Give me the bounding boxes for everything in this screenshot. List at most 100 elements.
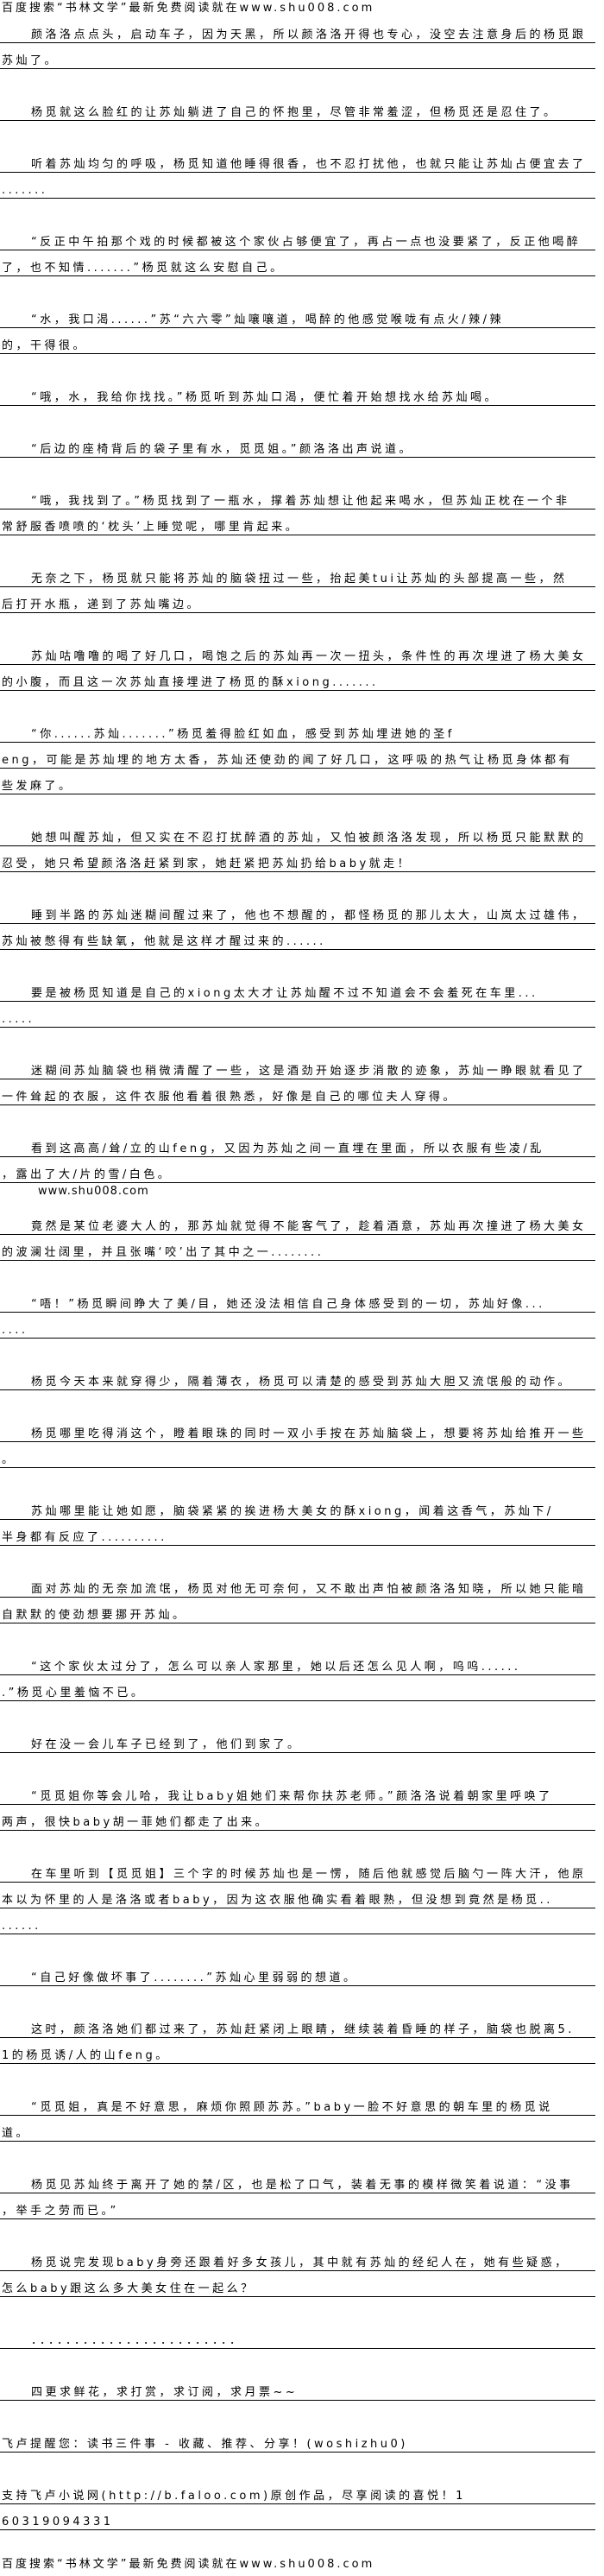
text-line: 1的杨觅诱/人的山feng。	[0, 2038, 595, 2064]
text-line: ......	[0, 1908, 595, 1934]
watermark-url: www.shu008.com	[38, 1185, 149, 1198]
blank-line	[0, 1623, 595, 1649]
blank-line	[0, 1701, 595, 1727]
text-line: 60319094331	[0, 2504, 595, 2530]
blank-line	[0, 1831, 595, 1857]
text-line: “哦，水，我给你找找。”杨觅听到苏灿口渴，便忙着开始想找水给苏灿喝。	[0, 380, 595, 406]
paragraph: “哦，我找到了。”杨觅找到了一瓶水，撑着苏灿想让他起来喝水，但苏灿正枕在一个非常…	[0, 484, 595, 535]
blank-line	[0, 2453, 595, 2478]
text-line: 的小腹，而且这一次苏灿直接埋进了杨觅的酥xiong.......	[0, 665, 595, 691]
text-line: ．．．．．．．．．．．．．．．．．．．．．．．．	[0, 2323, 595, 2349]
blank-line	[0, 69, 595, 95]
text-line: 两声，很快baby胡一菲她们都走了出来。	[0, 1805, 595, 1831]
text-line: “反正中午拍那个戏的时候都被这个家伙占够便宜了，再占一点也没要紧了，反正他喝醉	[0, 225, 595, 250]
text-line: 。	[0, 1442, 595, 1468]
blank-line	[0, 1261, 595, 1287]
blank-line	[0, 2064, 595, 2090]
text-line: 要是被杨觅知道是自己的xiong太大才让苏灿醒不过不知道会不会羞死在车里...	[0, 976, 595, 1002]
paragraph: 听着苏灿均匀的呼吸，杨觅知道他睡得很香，也不忍打扰他，也就只能让苏灿占便宜去了.…	[0, 147, 595, 199]
paragraph: 杨觅今天本来就穿得少，隔着薄衣，杨觅可以清楚的感受到苏灿大胆又流氓般的动作。	[0, 1364, 595, 1390]
text-line: “自己好像做坏事了........”苏灿心里弱弱的想道。	[0, 1960, 595, 1986]
paragraph: 苏灿咕噜噜的喝了好几口，喝饱之后的苏灿再一次一扭头，条件性的再次埋进了杨大美女的…	[0, 639, 595, 691]
text-line: 杨觅哪里吃得消这个，瞪着眼珠的同时一双小手按在苏灿脑袋上，想要将苏灿给推开一些	[0, 1416, 595, 1442]
paragraph: “水，我口渴......”苏“六六零”灿嚷嚷道，喝醉的他感觉喉咙有点火/辣/辣的…	[0, 302, 595, 354]
text-line: “这个家伙太过分了，怎么可以亲人家那里，她以后还怎么见人啊，呜呜......	[0, 1649, 595, 1675]
paragraph: 迷糊间苏灿脑袋也稍微清醒了一些，这是酒劲开始逐步消散的迹象，苏灿一睁眼就看见了一…	[0, 1054, 595, 1105]
blank-line	[0, 276, 595, 302]
text-line: .....	[0, 1002, 595, 1028]
bottom-search-banner: 百度搜索“书林文学”最新免费阅读就在www.shu008.com	[2, 2558, 375, 2571]
paragraph: 杨觅就这么脸红的让苏灿躺进了自己的怀抱里，尽管非常羞涩，但杨觅还是忍住了。	[0, 95, 595, 121]
text-line: 支持飞卢小说网(http://b.faloo.com)原创作品，尽享阅读的喜悦！…	[0, 2478, 595, 2504]
blank-line	[0, 1753, 595, 1779]
paragraph: “后边的座椅背后的袋子里有水，觅觅姐。”颜洛洛出声说道。	[0, 432, 595, 458]
paragraph: 杨觅说完发现baby身旁还跟着好多女孩儿，其中就有苏灿的经纪人在，她有些疑惑，怎…	[0, 2245, 595, 2297]
text-line: 四更求鲜花，求打赏，求订阅，求月票~~	[0, 2375, 595, 2401]
blank-line	[0, 458, 595, 484]
text-line: 杨觅今天本来就穿得少，隔着薄衣，杨觅可以清楚的感受到苏灿大胆又流氓般的动作。	[0, 1364, 595, 1390]
text-line: “后边的座椅背后的袋子里有水，觅觅姐。”颜洛洛出声说道。	[0, 432, 595, 458]
paragraph: 面对苏灿的无奈加流氓，杨觅对他无可奈何，又不敢出声怕被颜洛洛知晓，所以她只能暗自…	[0, 1572, 595, 1623]
blank-line	[0, 1546, 595, 1572]
paragraph: ．．．．．．．．．．．．．．．．．．．．．．．．	[0, 2323, 595, 2349]
blank-line	[0, 1934, 595, 1960]
blank-line	[0, 2530, 595, 2556]
blank-line	[0, 1028, 595, 1054]
blank-line	[0, 872, 595, 898]
paragraph: “自己好像做坏事了........”苏灿心里弱弱的想道。	[0, 1960, 595, 1986]
text-line: 迷糊间苏灿脑袋也稍微清醒了一些，这是酒劲开始逐步消散的迹象，苏灿一睁眼就看见了	[0, 1054, 595, 1079]
blank-line	[0, 1390, 595, 1416]
blank-line	[0, 354, 595, 380]
text-line: 苏灿咕噜噜的喝了好几口，喝饱之后的苏灿再一次一扭头，条件性的再次埋进了杨大美女	[0, 639, 595, 665]
blank-line	[0, 613, 595, 639]
text-line: ，举手之劳而已。”	[0, 2193, 595, 2219]
paragraph: 杨觅见苏灿终于离开了她的禁/区，也是松了口气，装着无事的模样微笑着说道：“没事，…	[0, 2168, 595, 2219]
text-line: 的，干得很。	[0, 328, 595, 354]
paragraph: “觅觅姐你等会儿哈，我让baby姐她们来帮你扶苏老师。”颜洛洛说着朝家里呼唤了两…	[0, 1779, 595, 1831]
blank-line	[0, 535, 595, 561]
text-line: 的波澜壮阔里，并且张嘴‘咬’出了其中之一........	[0, 1235, 595, 1261]
text-line: 这时，颜洛洛她们都过来了，苏灿赶紧闭上眼睛，继续装着昏睡的样子，脑袋也脱离5.	[0, 2012, 595, 2038]
text-line: 半身都有反应了..........	[0, 1520, 595, 1546]
text-line: .”杨觅心里羞恼不已。	[0, 1675, 595, 1701]
text-line: 自默默的使劲想要挪开苏灿。	[0, 1598, 595, 1623]
text-line: 无奈之下，杨觅就只能将苏灿的脑袋扭过一些，抬起美tui让苏灿的头部提高一些，然	[0, 561, 595, 587]
text-line: 常舒服香喷喷的‘枕头’上睡觉呢，哪里肯起来。	[0, 510, 595, 535]
blank-line	[0, 1468, 595, 1494]
text-line: 苏灿被憋得有些缺氧，他就是这样才醒过来的......	[0, 924, 595, 950]
text-line: “哦，我找到了。”杨觅找到了一瓶水，撑着苏灿想让他起来喝水，但苏灿正枕在一个非	[0, 484, 595, 510]
text-line: ....	[0, 1313, 595, 1339]
text-line: 飞卢提醒您：读书三件事 - 收藏、推荐、分享！(woshizhu0)	[0, 2427, 595, 2453]
paragraph: 无奈之下，杨觅就只能将苏灿的脑袋扭过一些，抬起美tui让苏灿的头部提高一些，然后…	[0, 561, 595, 613]
blank-line	[0, 1105, 595, 1131]
paragraph: 支持飞卢小说网(http://b.faloo.com)原创作品，尽享阅读的喜悦！…	[0, 2478, 595, 2530]
blank-line	[0, 2142, 595, 2168]
text-line: 后打开水瓶，递到了苏灿嘴边。	[0, 587, 595, 613]
paragraph: 飞卢提醒您：读书三件事 - 收藏、推荐、分享！(woshizhu0)	[0, 2427, 595, 2453]
text-line: 苏灿哪里能让她如愿，脑袋紧紧的挨进杨大美女的酥xiong，闻着这香气，苏灿下/	[0, 1494, 595, 1520]
chapter-text: 颜洛洛点点头，启动车子，因为天黑，所以颜洛洛开得也专心，没空去注意身后的杨觅跟苏…	[0, 17, 595, 2556]
blank-line	[0, 1986, 595, 2012]
text-line: 听着苏灿均匀的呼吸，杨觅知道他睡得很香，也不忍打扰他，也就只能让苏灿占便宜去了	[0, 147, 595, 173]
paragraph: 看到这高高/耸/立的山feng，又因为苏灿之间一直埋在里面，所以衣服有些凌/乱，…	[0, 1131, 595, 1183]
blank-line	[0, 121, 595, 147]
paragraph: “觅觅姐，真是不好意思，麻烦你照顾苏苏。”baby一脸不好意思的朝车里的杨觅说道…	[0, 2090, 595, 2142]
blank-line	[0, 2219, 595, 2245]
text-line: eng，可能是苏灿埋的地方太香，苏灿还使劲的闻了好几口，这呼吸的热气让杨觅身体都…	[0, 743, 595, 769]
text-line: 本以为怀里的人是洛洛或者baby，因为这衣服他确实看着眼熟，但没想到竟然是杨觅.…	[0, 1883, 595, 1908]
text-line: “水，我口渴......”苏“六六零”灿嚷嚷道，喝醉的他感觉喉咙有点火/辣/辣	[0, 302, 595, 328]
paragraph: 颜洛洛点点头，启动车子，因为天黑，所以颜洛洛开得也专心，没空去注意身后的杨觅跟苏…	[0, 17, 595, 69]
blank-line	[0, 2401, 595, 2427]
paragraph: 她想叫醒苏灿，但又实在不忍打扰醉酒的苏灿，又怕被颜洛洛发现，所以杨觅只能默默的忍…	[0, 820, 595, 872]
text-line: 她想叫醒苏灿，但又实在不忍打扰醉酒的苏灿，又怕被颜洛洛发现，所以杨觅只能默默的	[0, 820, 595, 846]
text-line: 竟然是某位老婆大人的，那苏灿就觉得不能客气了，趁着酒意，苏灿再次撞进了杨大美女	[0, 1209, 595, 1235]
text-line: “你......苏灿.......”杨觅羞得脸红如血，感受到苏灿埋进她的圣f	[0, 717, 595, 743]
text-line: 苏灿了。	[0, 43, 595, 69]
text-line: .......	[0, 173, 595, 199]
blank-line	[0, 199, 595, 225]
blank-line	[0, 1339, 595, 1364]
text-line: 在车里听到【觅觅姐】三个字的时候苏灿也是一愣，随后他就感觉后脑勺一阵大汗，他原	[0, 1857, 595, 1883]
paragraph: 苏灿哪里能让她如愿，脑袋紧紧的挨进杨大美女的酥xiong，闻着这香气，苏灿下/半…	[0, 1494, 595, 1546]
top-search-banner: 百度搜索“书林文学”最新免费阅读就在www.shu008.com	[2, 2, 375, 15]
